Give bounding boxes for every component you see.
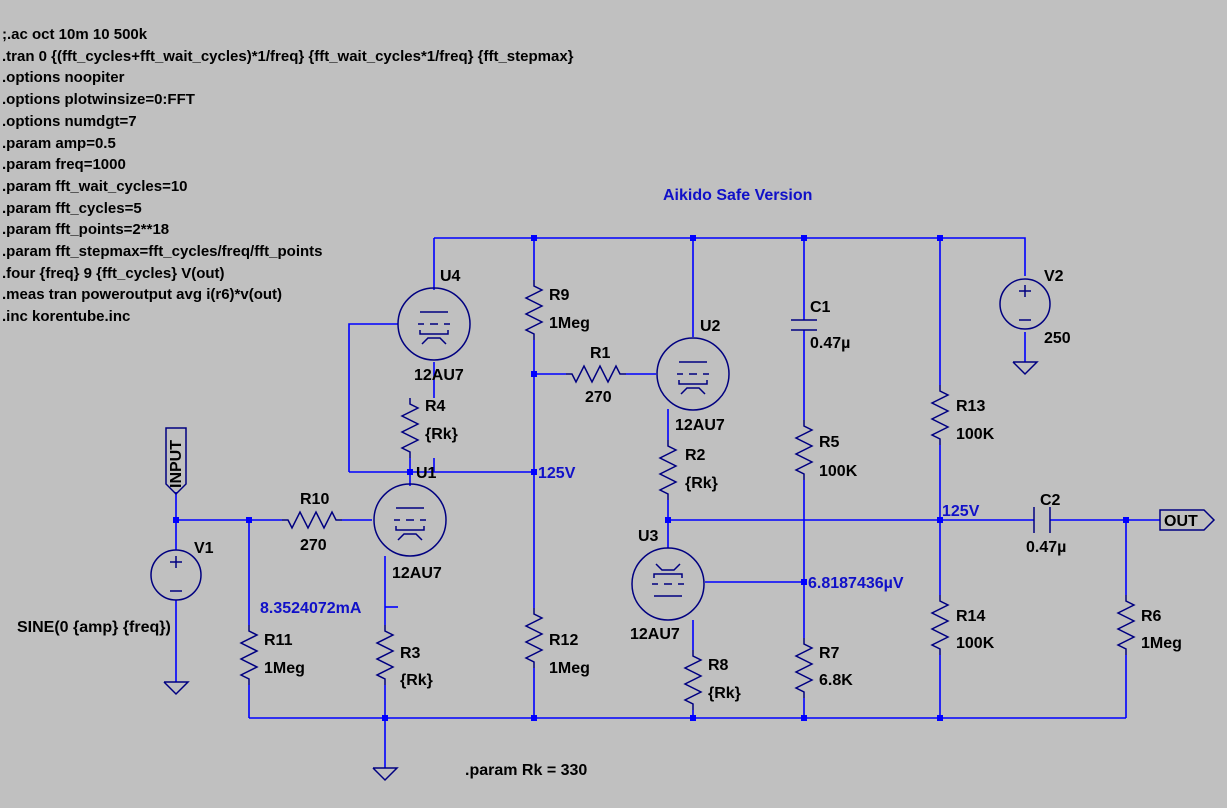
tube-u3-name: U3 (638, 528, 659, 545)
resistor-r1-symbol[interactable] (565, 365, 627, 383)
resistor-r14-name: R14 (956, 608, 985, 625)
wires (175, 237, 1160, 768)
source-v1-symbol[interactable] (150, 549, 202, 601)
voltage-probe-label: 6.8187436µV (808, 575, 904, 592)
resistor-r3-symbol[interactable] (376, 624, 394, 686)
spice-directive-line: .param fft_wait_cycles=10 (2, 177, 188, 195)
resistor-r13-value: 100K (956, 426, 995, 443)
resistor-r2-value: {Rk} (685, 475, 718, 492)
resistor-r5-value: 100K (819, 463, 858, 480)
tube-u4-model: 12AU7 (414, 367, 464, 384)
ground-icon (372, 767, 398, 781)
resistor-r4-name: R4 (425, 398, 446, 415)
tube-u3-model: 12AU7 (630, 626, 680, 643)
capacitor-c1-value: 0.47µ (810, 335, 850, 352)
tube-u4-name: U4 (440, 268, 461, 285)
source-v2-symbol[interactable] (999, 278, 1051, 330)
source-v2-name: V2 (1044, 268, 1064, 285)
resistor-r11-symbol[interactable] (240, 624, 258, 686)
param-rk-directive: .param Rk = 330 (465, 762, 587, 779)
spice-directive-line: .param fft_cycles=5 (2, 199, 142, 217)
resistor-r9-value: 1Meg (549, 315, 590, 332)
resistor-r2-symbol[interactable] (659, 439, 677, 501)
resistor-r9-name: R9 (549, 287, 570, 304)
resistor-r14-value: 100K (956, 635, 995, 652)
resistor-r8-value: {Rk} (708, 685, 741, 702)
resistor-r2-name: R2 (685, 447, 706, 464)
resistor-r3-name: R3 (400, 645, 421, 662)
tube-u1-symbol[interactable] (373, 483, 447, 557)
resistor-r1-name: R1 (590, 345, 611, 362)
resistor-r13-symbol[interactable] (931, 384, 949, 446)
tube-u3-symbol[interactable] (631, 547, 705, 621)
voltage-probe-label: 125V (538, 465, 576, 482)
output-port-flag[interactable] (1159, 509, 1216, 531)
resistor-r14-symbol[interactable] (931, 594, 949, 656)
resistor-r12-symbol[interactable] (525, 607, 543, 669)
resistor-r8-symbol[interactable] (684, 649, 702, 711)
resistor-r11-value: 1Meg (264, 660, 305, 677)
spice-directive-line: ;.ac oct 10m 10 500k (2, 26, 148, 43)
resistor-r5-name: R5 (819, 434, 840, 451)
capacitor-c1-name: C1 (810, 299, 831, 316)
spice-directives: ;.ac oct 10m 10 500k .tran 0 {(fft_cycles… (2, 24, 574, 328)
capacitor-c2-name: C2 (1040, 492, 1061, 509)
tube-u2-symbol[interactable] (656, 337, 730, 411)
input-port-flag[interactable] (165, 427, 187, 496)
tube-u1-model: 12AU7 (392, 565, 442, 582)
tube-u1-name: U1 (416, 465, 437, 482)
capacitor-c1-symbol[interactable] (791, 319, 817, 331)
resistor-r7-value: 6.8K (819, 672, 853, 689)
resistor-r6-symbol[interactable] (1117, 594, 1135, 656)
spice-directive-line: .options numdgt=7 (2, 112, 137, 130)
resistor-r1-value: 270 (585, 389, 612, 406)
tube-u4-symbol[interactable] (397, 287, 471, 361)
resistor-r4-value: {Rk} (425, 426, 458, 443)
capacitor-c2-symbol[interactable] (1033, 507, 1051, 533)
ground-icon (163, 681, 189, 695)
tube-u2-model: 12AU7 (675, 417, 725, 434)
resistor-r11-name: R11 (264, 632, 293, 649)
resistor-r4-symbol[interactable] (401, 397, 419, 459)
resistor-r9-symbol[interactable] (525, 279, 543, 341)
capacitor-c2-value: 0.47µ (1026, 539, 1066, 556)
source-v1-value: SINE(0 {amp} {freq}) (17, 619, 171, 636)
resistor-r8-name: R8 (708, 657, 729, 674)
junction-dots (173, 235, 1129, 721)
spice-directive-line: .options plotwinsize=0:FFT (2, 91, 195, 109)
resistor-r7-symbol[interactable] (795, 637, 813, 699)
resistor-r6-value: 1Meg (1141, 635, 1182, 652)
resistor-r10-name: R10 (300, 491, 329, 508)
resistor-r13-name: R13 (956, 398, 985, 415)
spice-directive-line: .options noopiter (2, 69, 125, 87)
resistor-r10-symbol[interactable] (281, 511, 343, 529)
spice-directive-line: .param amp=0.5 (2, 134, 116, 152)
source-v2-value: 250 (1044, 330, 1071, 347)
voltage-probe-label: 125V (942, 503, 980, 520)
current-probe-label: 8.3524072mA (260, 600, 362, 617)
source-v1-name: V1 (194, 540, 214, 557)
spice-directive-line: .four {freq} 9 {fft_cycles} V(out) (2, 264, 225, 282)
spice-directive-line: .tran 0 {(fft_cycles+fft_wait_cycles)*1/… (2, 47, 574, 65)
resistor-r10-value: 270 (300, 537, 327, 554)
output-port-label: OUT (1164, 513, 1198, 530)
spice-directive-line: .meas tran poweroutput avg i(r6)*v(out) (2, 286, 283, 304)
spice-directive-line: .param fft_points=2**18 (2, 221, 170, 239)
resistor-r12-name: R12 (549, 632, 578, 649)
tube-u2-name: U2 (700, 318, 721, 335)
spice-directive-line: .inc korentube.inc (2, 308, 131, 326)
spice-directive-line: .param freq=1000 (2, 156, 126, 174)
resistor-r7-name: R7 (819, 645, 840, 662)
ground-icon (1012, 361, 1038, 375)
resistor-r3-value: {Rk} (400, 672, 433, 689)
spice-directive-line: .param fft_stepmax=fft_cycles/freq/fft_p… (2, 243, 323, 261)
resistor-r5-symbol[interactable] (795, 419, 813, 481)
schematic-title: Aikido Safe Version (663, 187, 812, 204)
resistor-r6-name: R6 (1141, 608, 1162, 625)
input-port-label: INPUT (168, 440, 185, 488)
resistor-r12-value: 1Meg (549, 660, 590, 677)
